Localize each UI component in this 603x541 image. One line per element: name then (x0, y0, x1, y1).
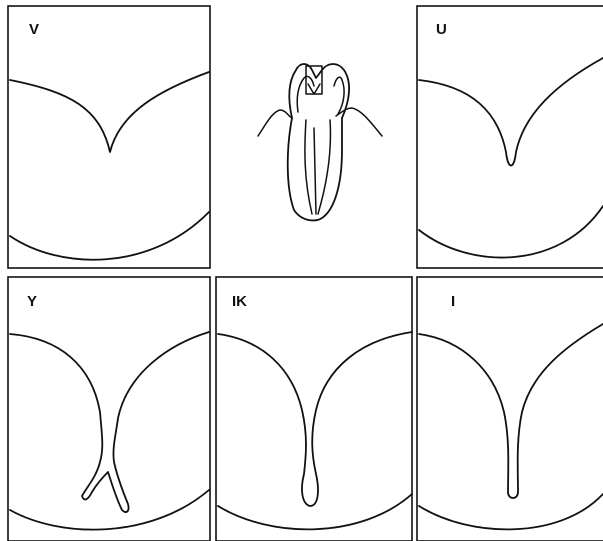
tooth-dentin-junction (297, 76, 344, 114)
u-fissure-outline (419, 58, 603, 166)
y-pulp-outline (10, 490, 209, 530)
tooth-fissure-highlight-box (306, 66, 322, 94)
panel-v-label: V (29, 21, 39, 38)
v-pulp-outline (10, 212, 209, 260)
tooth-pulp-centerline (314, 128, 316, 214)
panel-ik: IK (216, 277, 412, 541)
ik-fissure-outline (218, 332, 412, 506)
v-fissure-outline (10, 72, 209, 152)
tooth-longitudinal-section-icon (258, 64, 382, 220)
panel-ik-frame (216, 277, 412, 541)
i-fissure-outline (419, 324, 603, 498)
panel-u-frame (417, 6, 603, 268)
panel-y-frame (8, 277, 210, 541)
ik-pulp-outline (218, 494, 412, 529)
tooth-pulp-canal (305, 120, 331, 214)
i-pulp-outline (419, 494, 603, 529)
panel-v: V (8, 6, 210, 268)
panel-i-label: I (451, 293, 455, 310)
u-pulp-outline (419, 206, 603, 258)
panel-y: Y (8, 277, 210, 541)
panel-i-frame (417, 277, 603, 541)
panel-v-frame (8, 6, 210, 268)
tooth-gum-left (258, 110, 292, 136)
panel-i: I (417, 277, 603, 541)
panel-y-label: Y (27, 293, 37, 310)
panel-u-label: U (436, 21, 447, 38)
y-fissure-outline (10, 332, 209, 512)
panel-u: U (417, 6, 603, 268)
panel-ik-label: IK (232, 293, 247, 310)
